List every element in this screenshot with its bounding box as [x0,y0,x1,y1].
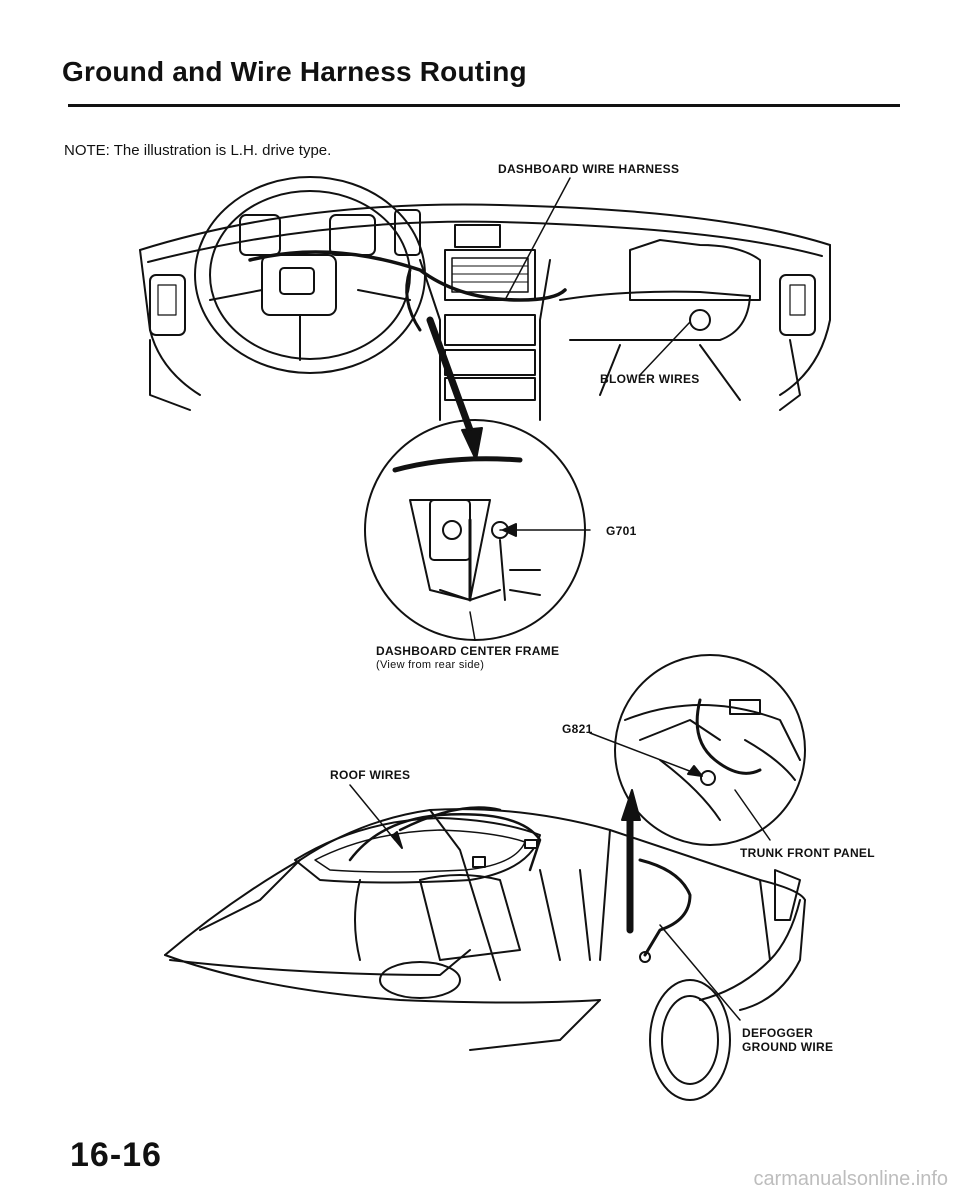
label-trunk-front-panel: TRUNK FRONT PANEL [740,846,875,860]
label-g701: G701 [606,524,637,538]
label-dashboard-center-frame: DASHBOARD CENTER FRAME [376,644,560,658]
label-g821: G821 [562,722,593,736]
page-title: Ground and Wire Harness Routing [62,56,527,87]
label-roof-wires: ROOF WIRES [330,768,411,782]
illustration-note: NOTE: The illustration is L.H. drive typ… [64,142,332,159]
label-ground-wire: GROUND WIRE [742,1040,834,1054]
defogger-wire-path [638,858,692,957]
label-center-frame-view: (View from rear side) [376,659,485,671]
car-drawing [164,808,806,1101]
label-dashboard-wire-harness: DASHBOARD WIRE HARNESS [498,162,680,176]
label-defogger: DEFOGGER [742,1026,814,1040]
title-rule [68,104,900,107]
dashboard-drawing [139,203,831,421]
watermark: carmanualsonline.info [753,1168,948,1190]
label-blower-wires: BLOWER WIRES [600,372,700,386]
dashboard-harness-wire [248,250,567,302]
page-number: 16-16 [70,1136,162,1174]
g821-inset-drawing [614,654,806,846]
